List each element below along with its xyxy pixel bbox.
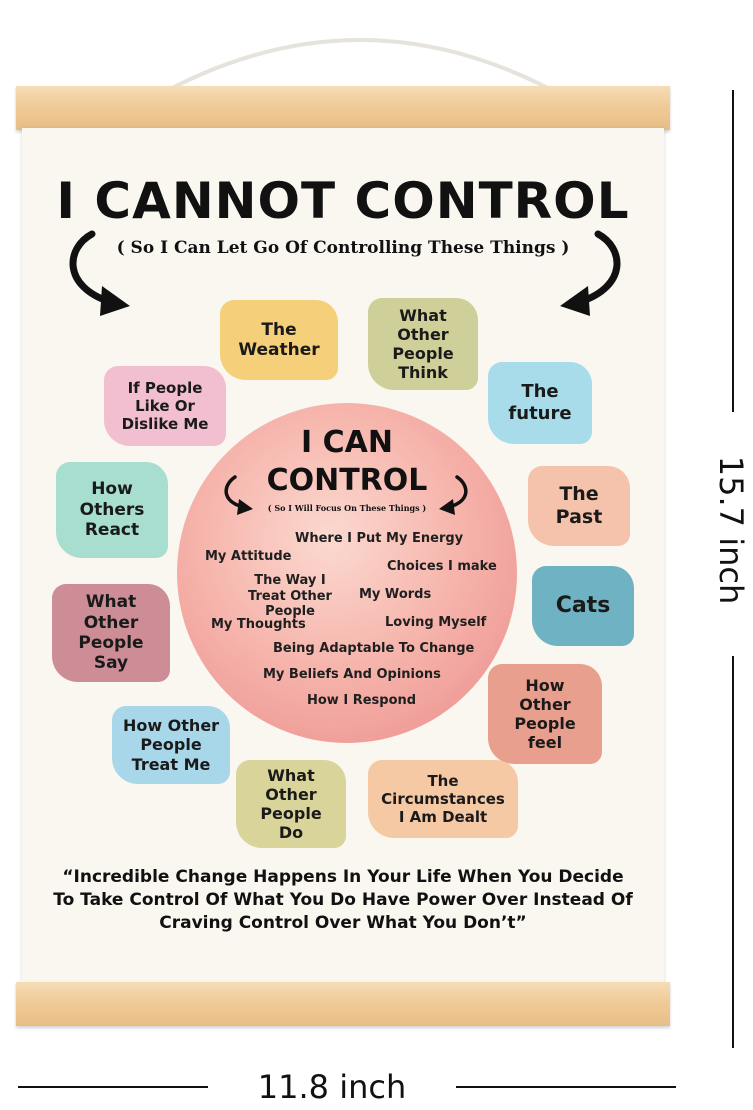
height-dimension-label: 15.7 inch — [712, 455, 750, 605]
i-can-control-circle: I CAN CONTROL ( So I Will Focus On These… — [177, 403, 517, 743]
control-item: Loving Myself — [385, 615, 487, 630]
small-arrow-left-icon — [224, 475, 253, 515]
bottom-wooden-rail — [16, 982, 670, 1026]
width-dimension-line-right — [456, 1086, 676, 1088]
blob-how-other-people-treat-me: How Other People Treat Me — [112, 706, 230, 784]
control-item: My Attitude — [205, 549, 292, 564]
center-title-line2: CONTROL — [266, 463, 428, 498]
curved-arrow-right-icon — [560, 230, 621, 316]
blob-the-weather: The Weather — [220, 300, 338, 380]
blob-label: The Weather — [238, 319, 320, 360]
hanging-string — [149, 38, 571, 102]
height-dimension-line-bottom — [732, 656, 734, 1048]
control-item: My Words — [359, 587, 432, 602]
control-item: Being Adaptable To Change — [273, 641, 475, 656]
blob-label: How Other People feel — [514, 675, 576, 753]
control-item: How I Respond — [307, 693, 417, 708]
control-item: Where I Put My Energy — [295, 531, 464, 546]
poster-subtitle: ( So I Can Let Go Of Controlling These T… — [116, 238, 570, 258]
blob-label: What Other People Say — [78, 592, 144, 674]
center-subtitle: ( So I Will Focus On These Things ) — [267, 503, 427, 513]
control-item: Choices I make — [387, 559, 497, 574]
width-dimension-line-left — [18, 1086, 208, 1088]
blob-label: How Others React — [79, 479, 145, 541]
control-item: The Way I Treat Other People — [248, 573, 332, 620]
center-title-line1: I CAN — [301, 425, 393, 460]
poster-canvas: I CANNOT CONTROL ( So I Can Let Go Of Co… — [22, 128, 664, 984]
blob-the-circumstances-i-am-dealt: The Circumstances I Am Dealt — [368, 760, 518, 838]
height-dimension-line-top — [732, 90, 734, 412]
blob-label: What Other People Think — [392, 305, 454, 383]
blob-what-other-people-do: What Other People Do — [236, 760, 346, 848]
blob-if-people-like-or-dislike-me: If People Like Or Dislike Me — [104, 366, 226, 446]
blob-how-other-people-feel: How Other People feel — [488, 664, 602, 764]
poster-quote: “Incredible Change Happens In Your Life … — [53, 867, 633, 933]
blob-label: How Other People Treat Me — [122, 716, 220, 774]
blob-what-other-people-say: What Other People Say — [52, 584, 170, 682]
blob-label: The Past — [555, 483, 603, 528]
control-item: My Beliefs And Opinions — [263, 667, 441, 682]
blob-what-other-people-think: What Other People Think — [368, 298, 478, 390]
blob-label: What Other People Do — [260, 765, 322, 843]
width-dimension-label: 11.8 inch — [257, 1068, 407, 1106]
blob-cats: Cats — [532, 566, 634, 646]
blob-the-future: The future — [488, 362, 592, 444]
blob-the-past: The Past — [528, 466, 630, 546]
blob-how-others-react: How Others React — [56, 462, 168, 558]
control-item: My Thoughts — [211, 617, 306, 632]
blob-label: The Circumstances I Am Dealt — [381, 772, 505, 826]
top-wooden-rail — [16, 86, 670, 130]
blob-label: If People Like Or Dislike Me — [121, 379, 209, 433]
poster-title: I CANNOT CONTROL — [56, 172, 630, 230]
small-arrow-right-icon — [439, 475, 468, 515]
curved-arrow-left-icon — [69, 230, 130, 316]
blob-label: The future — [508, 381, 572, 424]
blob-label: Cats — [555, 592, 611, 618]
